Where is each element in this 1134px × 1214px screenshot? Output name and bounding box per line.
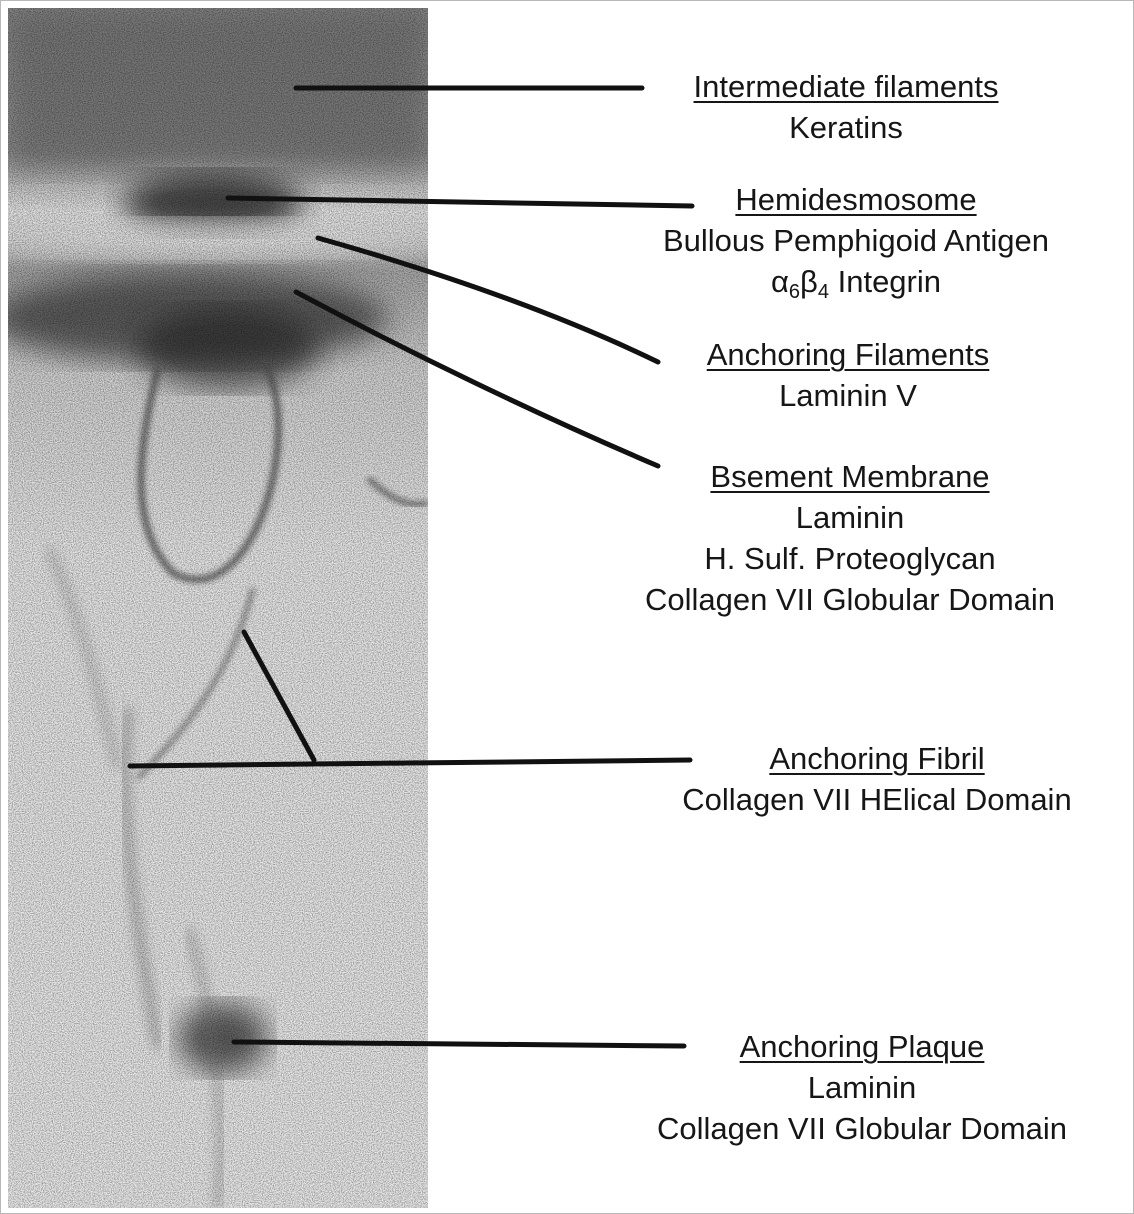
label-line: H. Sulf. Proteoglycan (645, 538, 1055, 579)
label-line: Collagen VII Globular Domain (645, 579, 1055, 620)
label-line: Laminin V (707, 375, 990, 416)
label-line: Bullous Pemphigoid Antigen (663, 220, 1049, 261)
label-anchoring-fibril: Anchoring Fibril Collagen VII HElical Do… (682, 738, 1071, 820)
beta-symbol: β (800, 264, 818, 299)
label-line: Collagen VII HElical Domain (682, 779, 1071, 820)
label-anchoring-filaments: Anchoring Filaments Laminin V (707, 334, 990, 416)
label-title: Anchoring Filaments (707, 334, 990, 375)
label-line: Laminin (645, 497, 1055, 538)
integrin-line: α6β4 Integrin (663, 261, 1049, 307)
label-title: Hemidesmosome (663, 179, 1049, 220)
label-title: Anchoring Plaque (657, 1026, 1067, 1067)
label-title: Anchoring Fibril (682, 738, 1071, 779)
label-intermediate-filaments: Intermediate filaments Keratins (694, 66, 999, 148)
label-hemidesmosome: Hemidesmosome Bullous Pemphigoid Antigen… (663, 179, 1049, 307)
label-line: Laminin (657, 1067, 1067, 1108)
label-line: Collagen VII Globular Domain (657, 1108, 1067, 1149)
beta-subscript: 4 (818, 281, 829, 303)
alpha-symbol: α (771, 264, 789, 299)
alpha-subscript: 6 (789, 281, 800, 303)
label-title: Intermediate filaments (694, 66, 999, 107)
integrin-text: Integrin (829, 264, 941, 299)
label-basement-membrane: Bsement Membrane Laminin H. Sulf. Proteo… (645, 456, 1055, 620)
label-title: Bsement Membrane (645, 456, 1055, 497)
label-line: Keratins (694, 107, 999, 148)
label-anchoring-plaque: Anchoring Plaque Laminin Collagen VII Gl… (657, 1026, 1067, 1149)
